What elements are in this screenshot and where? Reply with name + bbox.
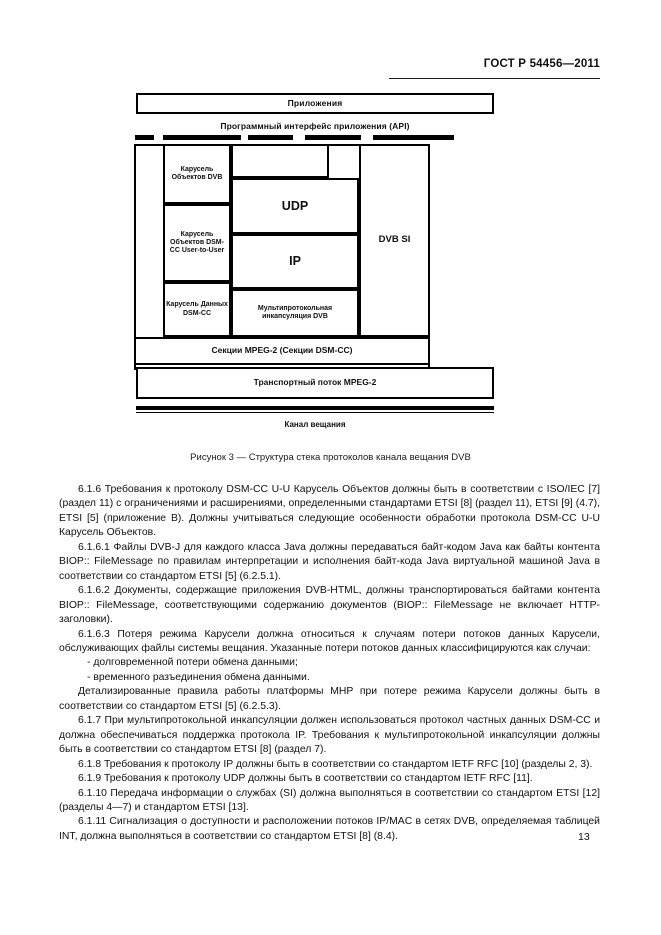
figure-label-api: Программный интерфейс приложения (API) bbox=[220, 121, 410, 131]
figure-dash-segment-5 bbox=[373, 135, 454, 140]
page-header-standard-id: ГОСТ Р 54456—2011 bbox=[483, 58, 600, 70]
body-paragraph-12: 6.1.11 Сигнализация о доступности и расп… bbox=[59, 816, 600, 842]
figure-box-mpeg2-sections-label: Секции MPEG-2 (Секции DSM-CC) bbox=[211, 345, 353, 356]
body-paragraph-1: 6.1.6 Требования к протоколу DSM-CC U-U … bbox=[59, 484, 600, 539]
figure-box-object-carousel-dsmcc-uu: Карусель Объектов DSM-CC User-to-User bbox=[163, 204, 231, 282]
figure-box-mpeg2-sections: Секции MPEG-2 (Секции DSM-CC) bbox=[134, 337, 430, 365]
figure-label-broadcast-channel: Канал вещания bbox=[284, 420, 346, 429]
body-paragraph-5: - долговременной потери обмена данными; bbox=[87, 657, 298, 669]
body-paragraph-10: 6.1.9 Требования к протоколу UDP должны … bbox=[78, 773, 533, 785]
figure-box-mpeg2-transport-stream-label: Транспортный поток MPEG-2 bbox=[253, 377, 377, 388]
figure-box-object-carousel-dsmcc-uu-label: Карусель Объектов DSM-CC User-to-User bbox=[169, 230, 225, 255]
figure-box-dvb-si-label: DVB SI bbox=[378, 234, 411, 246]
body-paragraph-11: 6.1.10 Передача информации о службах (SI… bbox=[59, 787, 600, 813]
figure-box-object-carousel-dvb-label: Карусель Объектов DVB bbox=[171, 165, 223, 181]
figure-box-empty bbox=[231, 144, 329, 178]
figure-dash-segment-3 bbox=[248, 135, 293, 140]
figure-box-data-carousel-dsmcc: Карусель Данных DSM-CC bbox=[163, 282, 231, 337]
protocol-stack-figure: Приложения Программный интерфейс приложе… bbox=[0, 93, 661, 443]
figure-box-object-carousel-dvb: Карусель Объектов DVB bbox=[163, 144, 231, 204]
body-paragraph-8: 6.1.7 При мультипротокольной инкапсуляци… bbox=[59, 715, 600, 756]
page-number: 13 bbox=[578, 831, 590, 843]
body-text-block: 6.1.6 Требования к протоколу DSM-CC U-U … bbox=[59, 483, 600, 844]
figure-box-multiprotocol-encapsulation-label: Мультипротокольная инкапсуляция DVB bbox=[257, 304, 333, 320]
figure-box-ip: IP bbox=[231, 234, 359, 289]
body-paragraph-9: 6.1.8 Требования к протоколу IP должны б… bbox=[78, 758, 593, 770]
figure-broadcast-rule-thick bbox=[136, 406, 494, 410]
figure-box-ip-label: IP bbox=[289, 254, 301, 269]
figure-box-udp: UDP bbox=[231, 178, 359, 234]
header-rule bbox=[389, 78, 600, 79]
figure-box-mpeg2-transport-stream: Транспортный поток MPEG-2 bbox=[136, 367, 494, 399]
figure-box-applications: Приложения bbox=[136, 93, 494, 114]
figure-box-applications-label: Приложения bbox=[287, 97, 343, 108]
figure-box-dvb-si: DVB SI bbox=[359, 144, 430, 337]
figure-box-data-carousel-dsmcc-label: Карусель Данных DSM-CC bbox=[166, 301, 228, 317]
figure-dash-segment-2 bbox=[163, 135, 241, 140]
figure-box-multiprotocol-encapsulation: Мультипротокольная инкапсуляция DVB bbox=[231, 289, 359, 337]
body-paragraph-7: Детализированные правила работы платформ… bbox=[59, 686, 600, 712]
body-paragraph-4: 6.1.6.3 Потеря режима Карусели должна от… bbox=[59, 628, 600, 654]
figure-dash-segment-1 bbox=[135, 135, 154, 140]
body-paragraph-6: - временного разъединения обмена данными… bbox=[87, 671, 310, 683]
figure-broadcast-rule-thin bbox=[136, 412, 494, 413]
figure-dash-segment-4 bbox=[305, 135, 361, 140]
figure-box-udp-label: UDP bbox=[281, 198, 309, 213]
figure-dashed-separator bbox=[134, 135, 496, 140]
figure-caption: Рисунок 3 — Структура стека протоколов к… bbox=[190, 452, 471, 463]
body-paragraph-2: 6.1.6.1 Файлы DVB-J для каждого класса J… bbox=[59, 541, 600, 582]
body-paragraph-3: 6.1.6.2 Документы, содержащие приложения… bbox=[59, 585, 600, 626]
